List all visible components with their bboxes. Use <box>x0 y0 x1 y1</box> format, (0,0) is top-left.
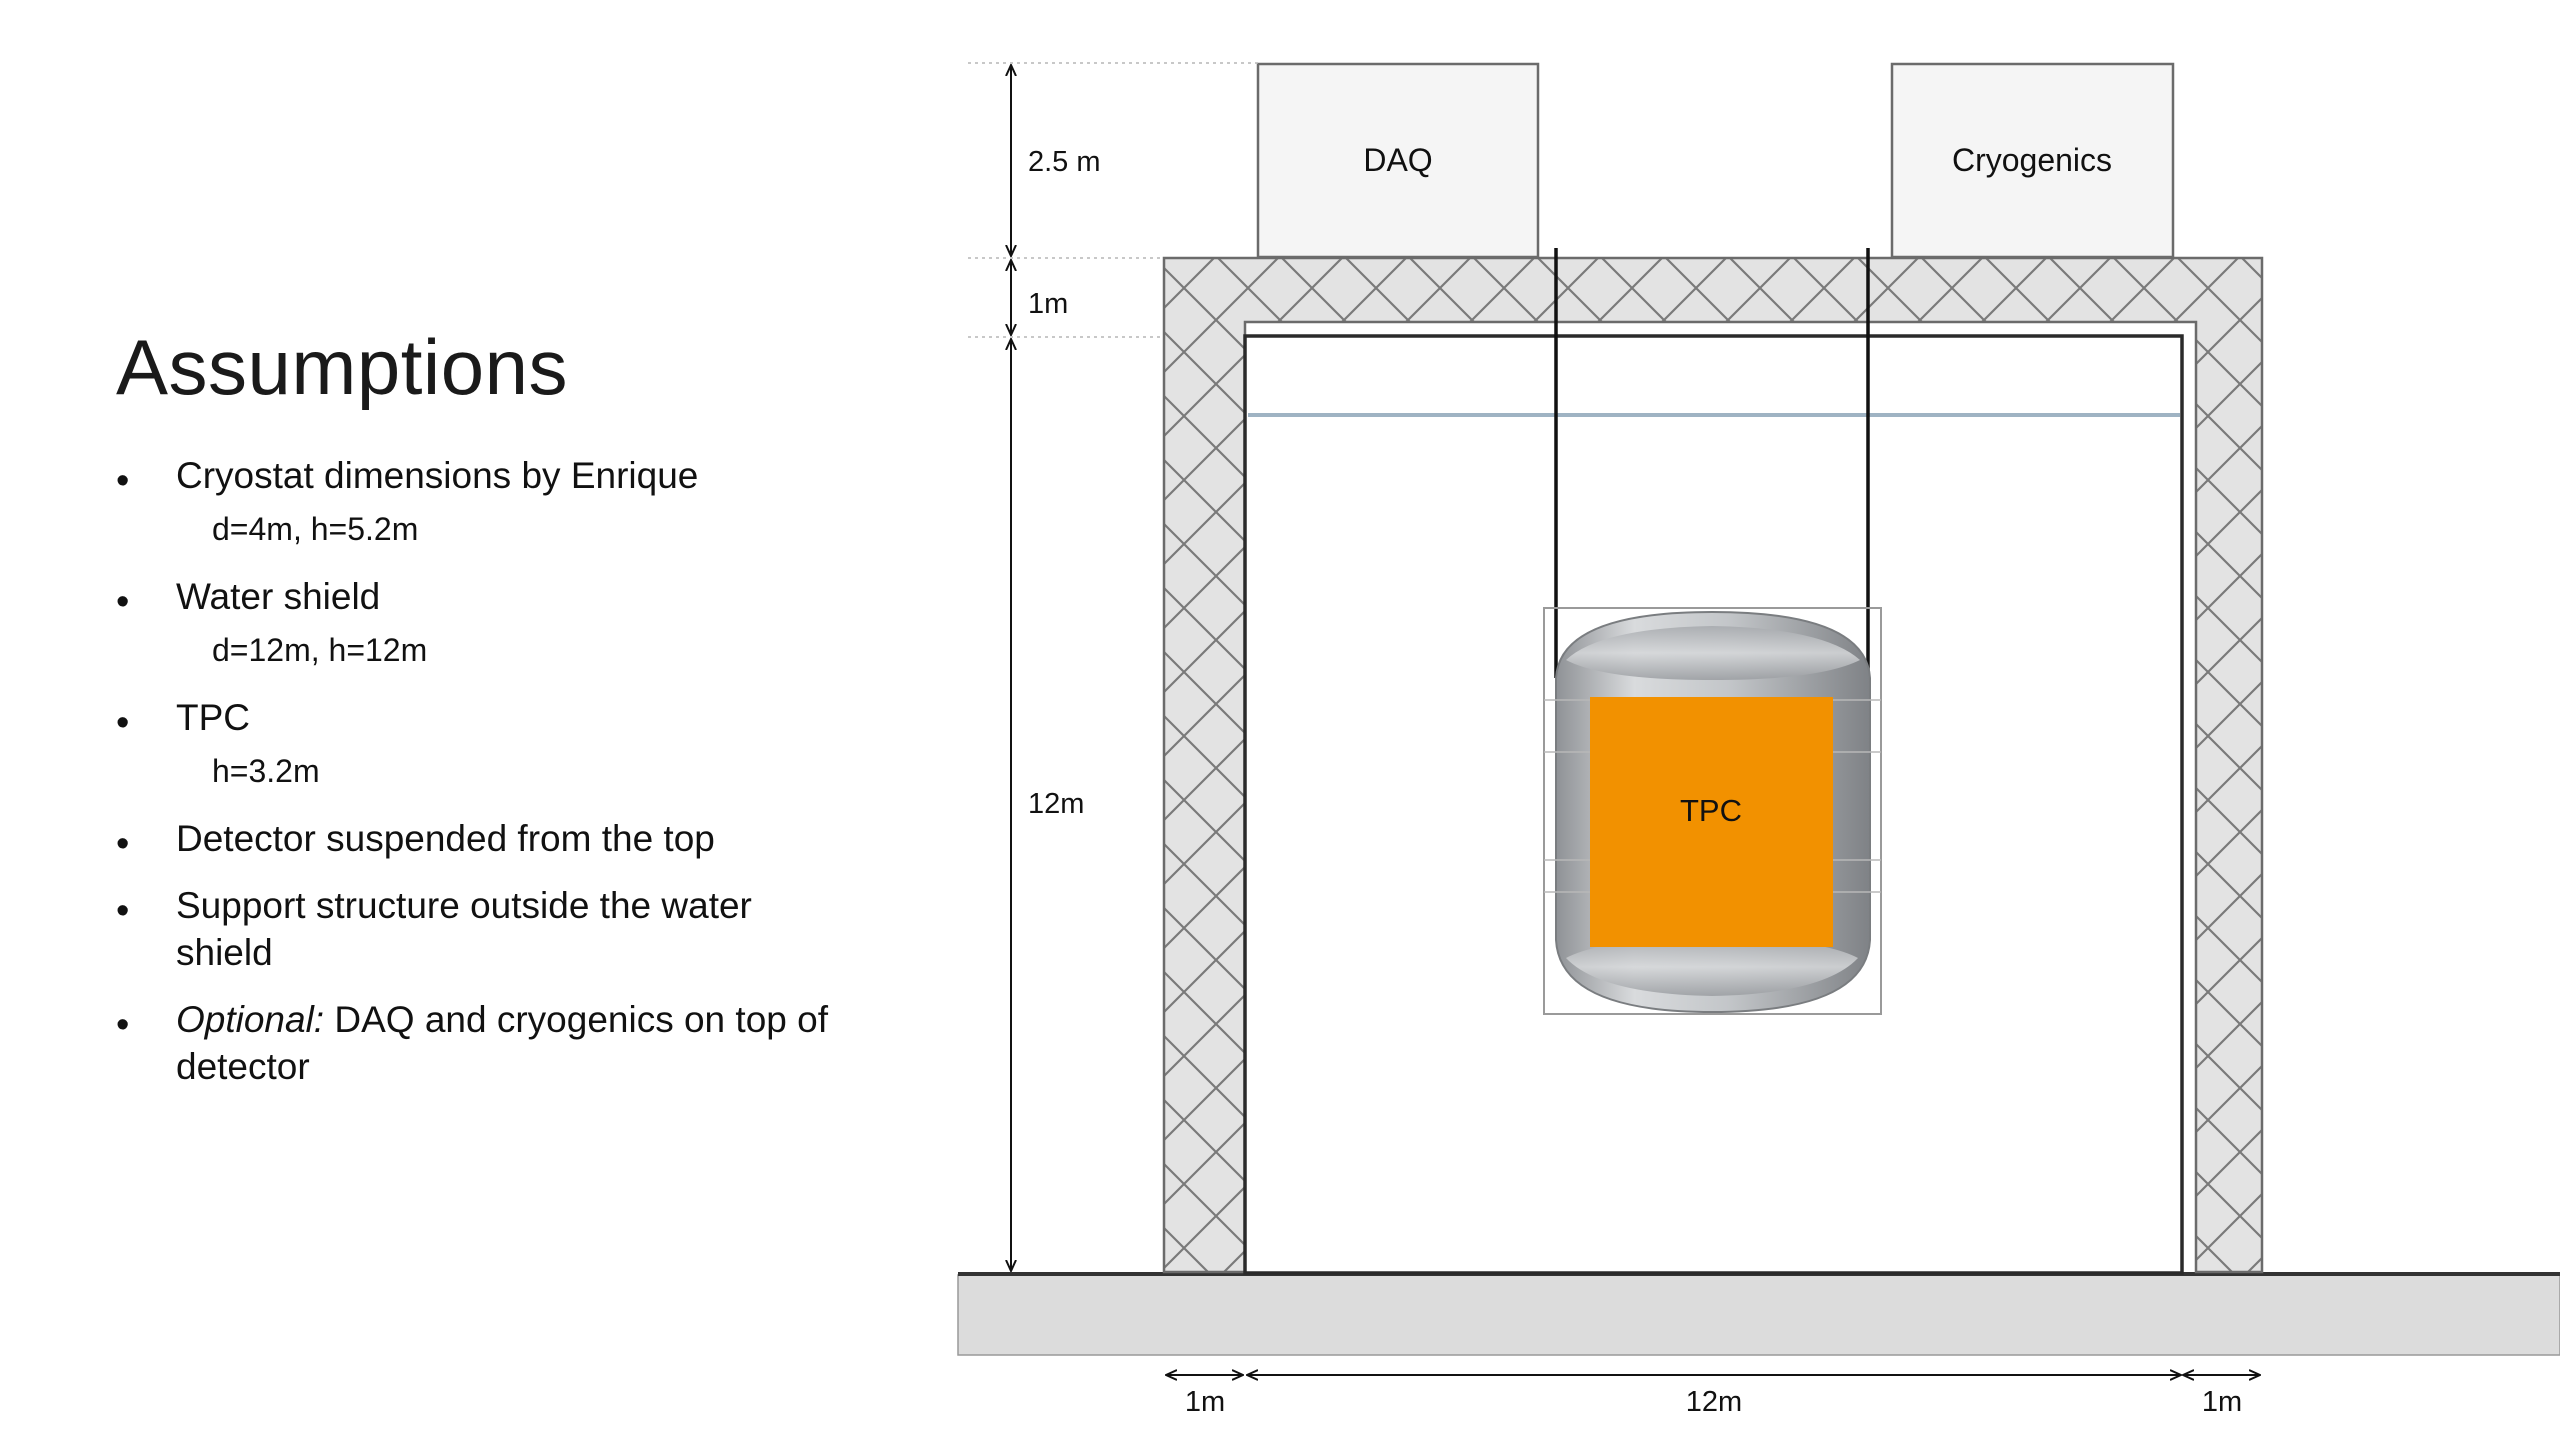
bullet-water-shield: • Water shield d=12m, h=12m <box>116 573 916 674</box>
daq-label: DAQ <box>1363 142 1432 178</box>
bullet-text: Cryostat dimensions by Enrique <box>176 455 699 496</box>
dimension-label: 12m <box>1028 788 1084 820</box>
daq-box: DAQ <box>1256 62 1540 259</box>
dimension-label: 2.5 m <box>1028 146 1101 178</box>
cryogenics-box: Cryogenics <box>1890 62 2175 259</box>
tpc-box: TPC <box>1590 697 1833 947</box>
bullet-text: TPC <box>176 697 250 738</box>
dimension-inner-width: 12m <box>1248 1375 2180 1418</box>
dimension-left-wall: 1m <box>1167 1375 1242 1418</box>
bullet-subtext: d=4m, h=5.2m <box>212 511 419 547</box>
bullet-text: Detector suspended from the top <box>176 818 715 859</box>
optional-prefix: Optional: <box>176 999 325 1040</box>
bullet-optional-daq: • Optional: DAQ and cryogenics on top of… <box>116 996 916 1090</box>
bullet-dot-icon: • <box>116 581 130 623</box>
dimension-roof-thickness: 1m <box>1011 261 1068 334</box>
dimension-top-height: 2.5 m <box>1011 66 1101 255</box>
bullet-tpc: • TPC h=3.2m <box>116 694 916 795</box>
bullet-text: Support structure outside the water shie… <box>176 885 752 973</box>
cryogenics-label: Cryogenics <box>1952 142 2112 178</box>
slide-title: Assumptions <box>116 323 569 411</box>
dimension-right-wall: 1m <box>2184 1375 2259 1418</box>
bullet-dot-icon: • <box>116 823 130 865</box>
bullet-text-wrap: Optional: DAQ and cryogenics on top of d… <box>176 996 896 1090</box>
dimension-guides <box>968 62 1258 338</box>
dimension-label: 1m <box>1028 288 1068 320</box>
dimension-shield-height: 12m <box>1011 340 1084 1270</box>
bullet-cryostat: • Cryostat dimensions by Enrique d=4m, h… <box>116 452 916 553</box>
assumption-list: • Cryostat dimensions by Enrique d=4m, h… <box>116 452 916 1110</box>
dimension-label: 1m <box>1185 1386 1225 1418</box>
dimension-label: 12m <box>1686 1386 1742 1418</box>
bullet-detector-suspended: • Detector suspended from the top <box>116 815 916 865</box>
suspension-rods <box>1554 248 1870 678</box>
bullet-dot-icon: • <box>116 1004 130 1046</box>
ground-slab <box>957 1274 2560 1356</box>
bullet-subtext: d=12m, h=12m <box>212 632 428 668</box>
bullet-support-structure: • Support structure outside the water sh… <box>116 882 916 976</box>
bullet-text: DAQ and cryogenics on top of detector <box>176 999 828 1087</box>
bullet-dot-icon: • <box>116 702 130 744</box>
tpc-label: TPC <box>1680 793 1742 828</box>
dimension-label: 1m <box>2202 1386 2242 1418</box>
bullet-text: Water shield <box>176 576 381 617</box>
bullet-dot-icon: • <box>116 890 130 932</box>
bullet-dot-icon: • <box>116 460 130 502</box>
bullet-subtext: h=3.2m <box>212 753 320 789</box>
